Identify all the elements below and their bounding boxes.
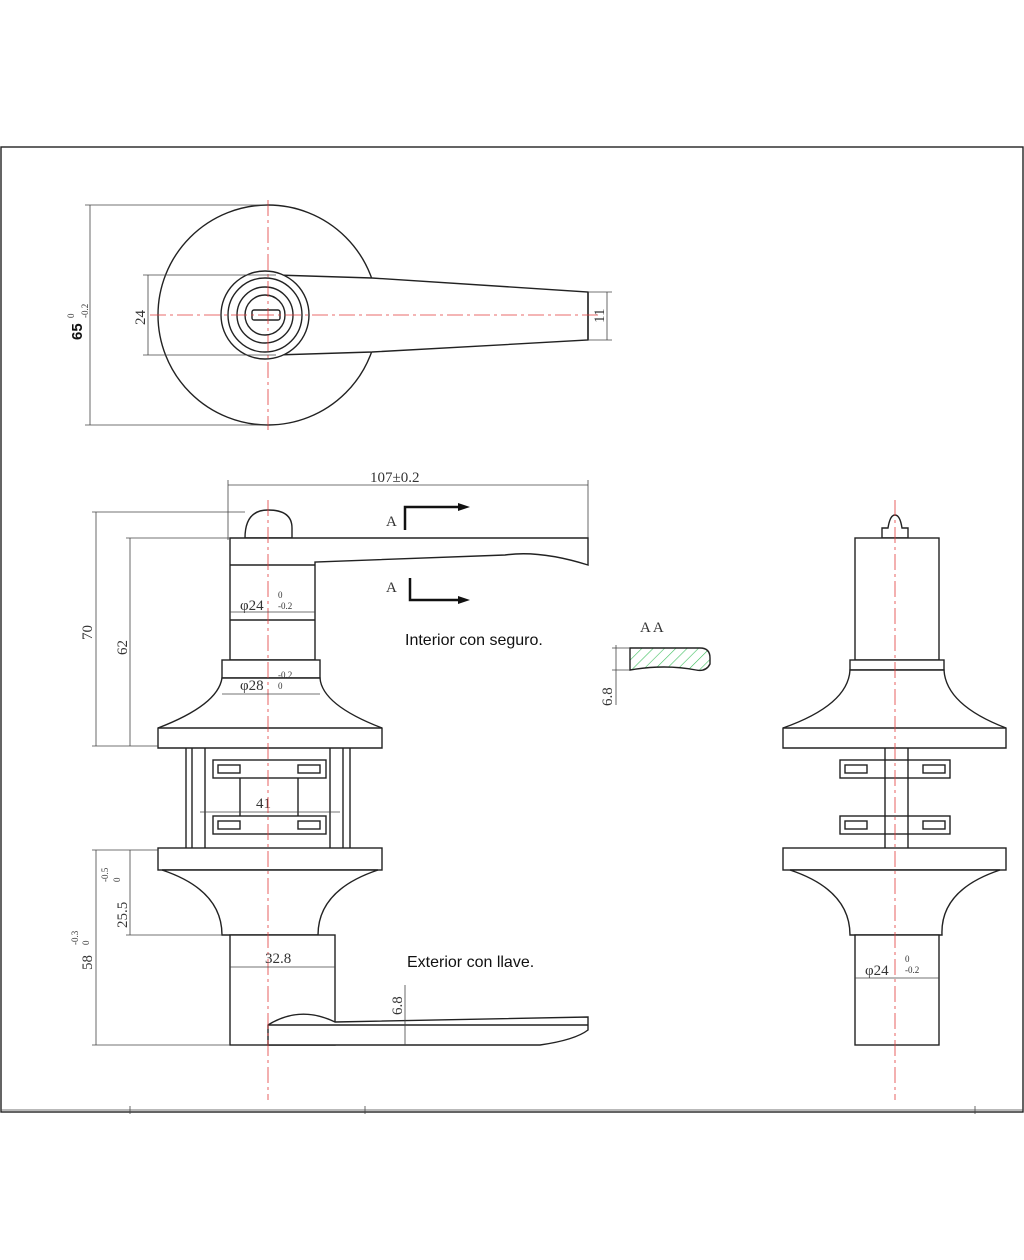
drawing-frame — [0, 146, 1024, 1113]
dim-exterior-height: 58 — [80, 955, 96, 970]
dim-barrel-width: 32.8 — [265, 951, 291, 967]
svg-text:0: 0 — [81, 940, 91, 945]
svg-text:0: 0 — [905, 954, 910, 964]
front-view: 107±0.2 41 — [70, 470, 589, 1100]
svg-text:A A: A A — [640, 620, 664, 636]
label-exterior: Exterior con llave. — [407, 954, 534, 971]
svg-text:A: A — [386, 580, 397, 596]
dim-neck-diameter: φ28 — [240, 678, 264, 694]
dim-height-62: 62 — [115, 640, 131, 655]
dim-rose-diameter: 65 — [69, 323, 86, 340]
svg-text:0: 0 — [112, 877, 122, 882]
dim-total-height: 70 — [80, 625, 96, 640]
svg-text:0: 0 — [278, 590, 283, 600]
dim-overall-length: 107±0.2 — [370, 470, 419, 486]
dim-cylinder-diameter: 24 — [133, 310, 149, 326]
svg-text:-0.2: -0.2 — [80, 304, 90, 318]
dim-lever-tip: 11 — [592, 309, 608, 323]
side-view: φ24 0 -0.2 — [782, 500, 1007, 1100]
dim-side-diameter: φ24 — [865, 963, 889, 979]
dim-spacing: 41 — [256, 796, 271, 812]
dim-rose-height: 25.5 — [115, 902, 131, 928]
svg-text:-0.5: -0.5 — [100, 867, 110, 882]
svg-text:-0.2: -0.2 — [278, 601, 292, 611]
svg-text:A: A — [386, 514, 397, 530]
dim-shank-diameter: φ24 — [240, 598, 264, 614]
label-interior: Interior con seguro. — [405, 632, 543, 649]
svg-text:-0.3: -0.3 — [70, 930, 80, 945]
svg-text:0: 0 — [278, 681, 283, 691]
dim-lever-thickness: 6.8 — [390, 996, 406, 1015]
svg-text:-0.2: -0.2 — [278, 670, 292, 680]
top-view: 65 0 -0.2 24 11 — [66, 200, 612, 430]
dim-section-thickness: 6.8 — [600, 687, 616, 706]
svg-text:0: 0 — [66, 313, 76, 318]
section-aa: A A 6.8 — [600, 620, 711, 706]
svg-text:-0.2: -0.2 — [905, 965, 919, 975]
